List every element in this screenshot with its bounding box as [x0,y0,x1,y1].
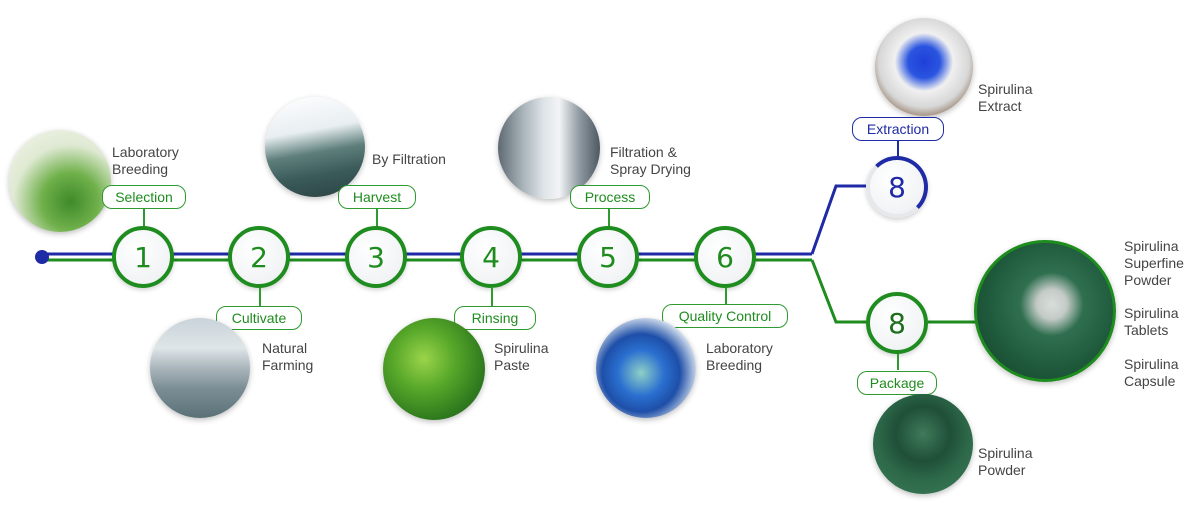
laboratory-breeding-photo [9,130,111,232]
caption-line: Extract [978,98,1022,114]
step-5-node: 5 [577,226,639,288]
caption-line: Filtration & [610,144,677,160]
step-1-caption: Laboratory Breeding [112,144,179,178]
caption-line: Laboratory [112,144,179,160]
step-2-label: Cultivate [216,306,302,330]
step-3-label: Harvest [338,185,416,209]
caption-line: Spirulina [978,445,1033,461]
step-1-stem [143,209,145,227]
step-6-node: 6 [694,226,756,288]
step-1-node: 1 [112,226,174,288]
product-tablets: Spirulina Tablets [1124,305,1178,339]
caption-line: Superfine [1124,255,1184,271]
step-6-caption: Laboratory Breeding [706,340,773,374]
step-2-stem [259,288,261,306]
product-superfine-powder: Spirulina Superfine Powder [1124,238,1184,289]
quality-control-lab-photo [596,318,696,418]
step-3-caption: By Filtration [372,151,446,168]
caption-line: Spirulina [1124,305,1179,321]
step-2-caption: Natural Farming [262,340,313,374]
branch-line-package [810,259,866,324]
caption-line: Tablets [1124,322,1169,338]
natural-farming-photo [150,318,250,418]
caption-line: Breeding [112,161,169,177]
caption-line: Breeding [706,357,763,373]
package-label: Package [857,371,937,395]
spirulina-tablets-photo [974,240,1116,382]
spirulina-extract-photo [875,18,973,116]
product-capsule: Spirulina Capsule [1124,356,1178,390]
step-4-caption: Spirulina Paste [494,340,548,374]
step-5-stem [608,209,610,227]
spray-drying-tower-photo [498,97,600,199]
step-1-label: Selection [102,185,186,209]
caption-line: Spirulina [978,81,1033,97]
caption-line: Natural [262,340,308,356]
branch-line-extraction [810,184,866,255]
extraction-label: Extraction [852,117,944,141]
spirulina-paste-photo [383,318,485,420]
step-4-stem [491,288,493,306]
harvest-greenhouse-photo [265,97,365,197]
start-dot [35,250,49,264]
step-2-node: 2 [228,226,290,288]
step-3-node: 3 [345,226,407,288]
step-5-caption: Filtration & Spray Drying [610,144,691,178]
step-3-stem [376,209,378,227]
package-node: 8 [866,292,928,354]
caption-line: Laboratory [706,340,773,356]
caption-line: Farming [262,357,314,373]
step-6-stem [725,288,727,304]
caption-line: Spray Drying [610,161,691,177]
extraction-caption: Spirulina Extract [978,81,1032,115]
caption-line: Spirulina [494,340,549,356]
package-caption: Spirulina Powder [978,445,1032,479]
caption-line: Capsule [1124,373,1176,389]
caption-line: By Filtration [372,151,446,167]
caption-line: Spirulina [1124,238,1179,254]
step-5-label: Process [570,185,650,209]
extraction-node: 8 [866,156,928,218]
spirulina-powder-photo [873,394,973,494]
caption-line: Powder [978,462,1026,478]
package-stem [897,354,899,370]
caption-line: Spirulina [1124,356,1179,372]
step-4-label: Rinsing [454,306,536,330]
caption-line: Powder [1124,272,1172,288]
caption-line: Paste [494,357,530,373]
step-6-label: Quality Control [662,304,788,328]
step-4-node: 4 [460,226,522,288]
extraction-stem [897,141,899,156]
